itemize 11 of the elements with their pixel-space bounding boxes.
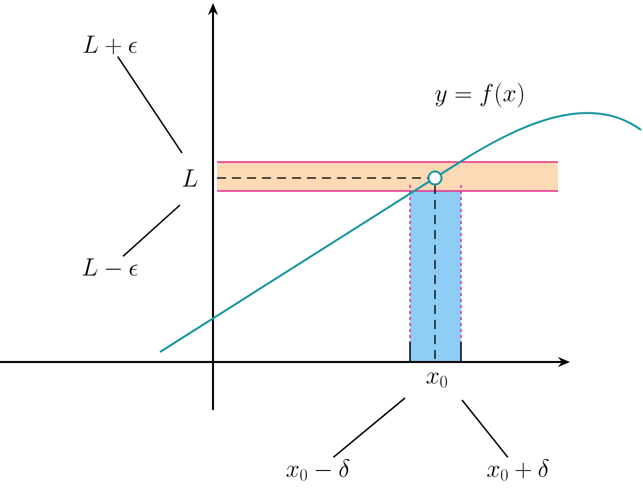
leader-line <box>117 56 183 154</box>
bound-label: $x_0 + \delta$ <box>487 459 549 481</box>
leader-line <box>461 400 508 458</box>
bound-label: $L - \epsilon$ <box>82 258 138 276</box>
point-label: $x_0$ <box>426 372 447 388</box>
curve-label: $y = f(x)$ <box>435 82 524 108</box>
limit-label: $L$ <box>182 170 198 186</box>
bound-label: $x_0 - \delta$ <box>286 459 350 481</box>
bound-label: $L + \epsilon$ <box>83 36 137 54</box>
leader-line <box>122 204 180 257</box>
leader-line <box>332 397 406 458</box>
